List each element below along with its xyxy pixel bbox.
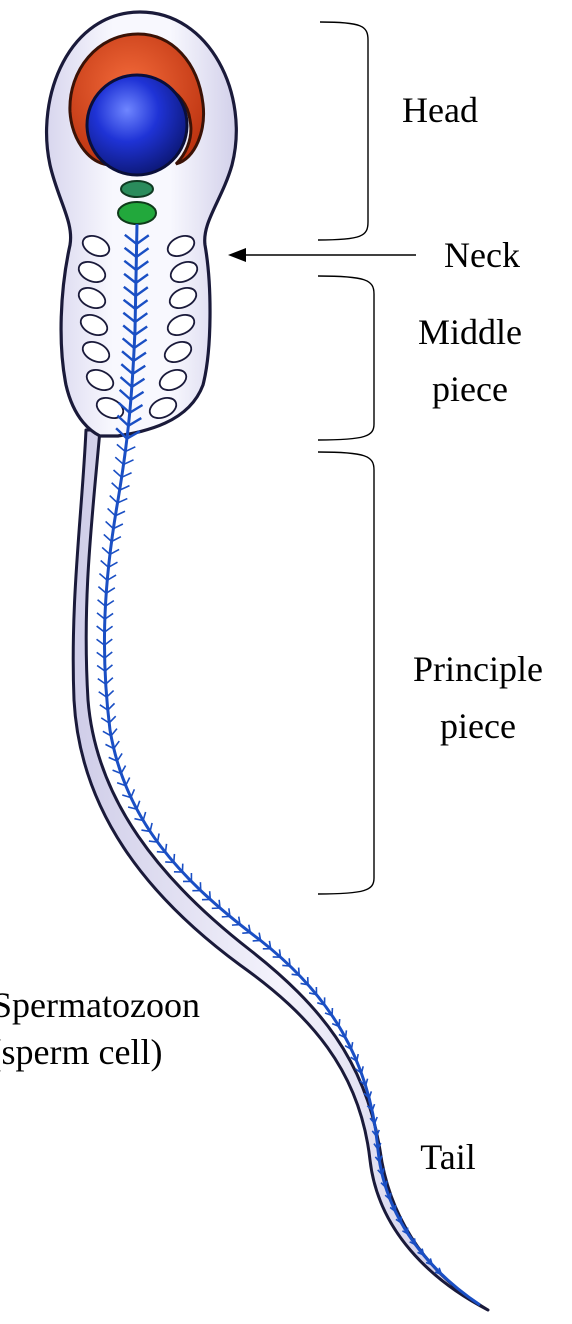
head-label: Head: [402, 90, 478, 130]
caption-line1: Spermatozoon: [0, 985, 200, 1025]
principle-piece-label-line2: piece: [440, 706, 516, 746]
neck-label: Neck: [444, 235, 520, 275]
nucleus: [87, 75, 187, 175]
caption-line2: (sperm cell): [0, 1032, 162, 1072]
principle-piece-label-line1: Principle: [413, 649, 543, 689]
tail-label: Tail: [420, 1137, 475, 1177]
middle-piece-label-line2: piece: [432, 369, 508, 409]
proximal-centriole: [121, 181, 153, 197]
head-bracket: [318, 22, 368, 240]
neck-arrow-head: [228, 248, 246, 262]
principle-piece-bracket: [318, 452, 374, 894]
middle-piece-label-line1: Middle: [418, 312, 522, 352]
tail-body: [73, 430, 488, 1310]
middle-piece-bracket: [318, 276, 374, 440]
distal-centriole: [118, 202, 156, 224]
